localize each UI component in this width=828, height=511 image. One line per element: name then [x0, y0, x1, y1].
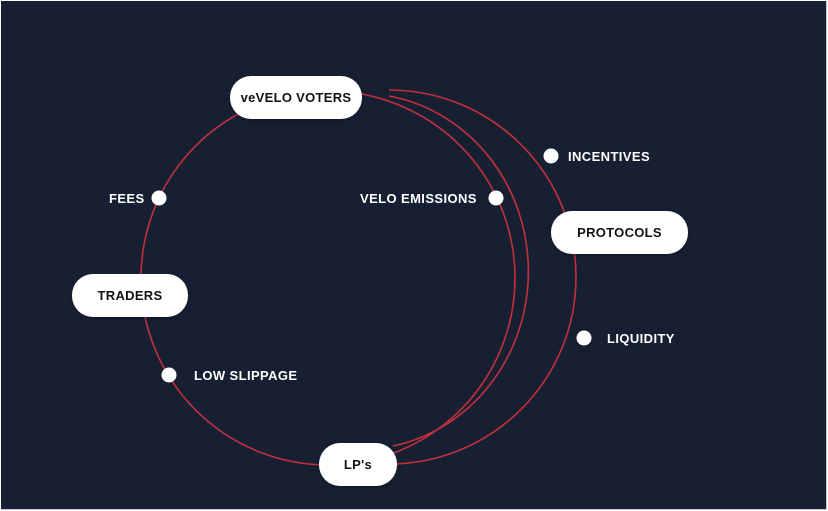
outer-ring — [140, 90, 516, 466]
label-velo-emissions: VELO EMISSIONS — [360, 191, 477, 206]
node-lps: LP's — [319, 443, 397, 486]
low-slippage-dot — [161, 367, 177, 383]
label-incentives: INCENTIVES — [568, 149, 651, 164]
fees-dot — [151, 190, 167, 206]
label-low-slippage: LOW SLIPPAGE — [194, 368, 298, 383]
label-fees: FEES — [109, 191, 145, 206]
velo-emissions-dot — [488, 190, 504, 206]
node-traders: TRADERS — [72, 274, 188, 317]
emissions-arc — [388, 95, 530, 447]
incentives-dot — [543, 148, 559, 164]
protocol-ring — [388, 89, 577, 465]
liquidity-dot — [576, 330, 592, 346]
node-voters: veVELO VOTERS — [230, 76, 362, 119]
label-liquidity: LIQUIDITY — [607, 331, 675, 346]
node-protocols: PROTOCOLS — [551, 211, 688, 254]
